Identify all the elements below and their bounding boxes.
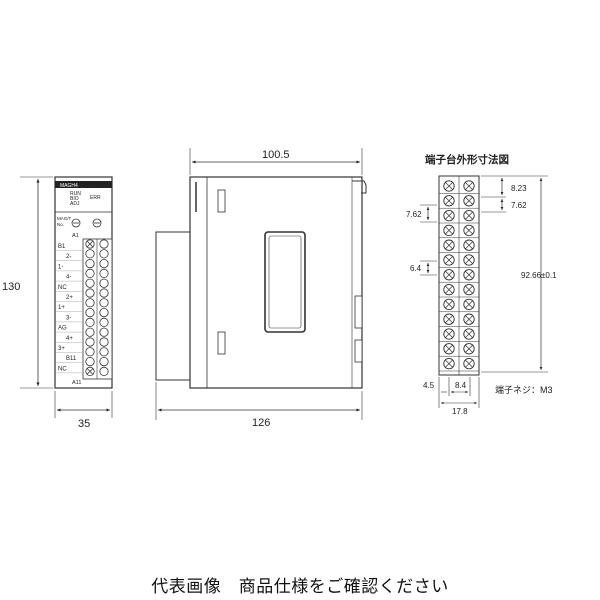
indicator-run: RUN	[70, 191, 81, 197]
dim-height: 92.66±0.1	[521, 271, 557, 280]
front-terminal-screw	[85, 249, 95, 259]
side-window	[264, 231, 306, 333]
terminal-screws	[439, 180, 479, 372]
front-terminal-screw	[85, 298, 95, 308]
bottom-dim: 126	[252, 417, 270, 429]
top-clip	[217, 189, 226, 213]
terminal-view-title: 端子台外形寸法図	[425, 153, 509, 166]
dim-top-b: 7.62	[511, 201, 527, 210]
front-terminal-screw	[99, 356, 109, 367]
model-label: MAGH4	[60, 183, 78, 189]
terminal-label: NC	[58, 366, 67, 372]
front-terminal-screw	[85, 268, 95, 278]
header-small-1: MAG/T	[57, 216, 72, 221]
front-terminal-screw	[85, 347, 95, 357]
front-terminal-screw	[99, 317, 109, 327]
terminal-label: 3+	[58, 346, 65, 352]
height-dim: 130	[2, 281, 20, 293]
front-terminal-screw	[85, 356, 95, 367]
terminal-label: B1	[58, 244, 66, 250]
dim-top-a: 8.23	[511, 184, 527, 193]
dim-bottom-total: 17.8	[452, 407, 468, 416]
front-terminal-screw	[99, 278, 109, 288]
front-header-bar	[55, 181, 112, 188]
front-terminal-screw	[85, 317, 95, 327]
rear-clip-2	[354, 339, 363, 363]
front-terminal-screw	[85, 278, 95, 288]
dim-left-b: 6.4	[410, 264, 422, 273]
front-terminal-screw	[85, 258, 95, 269]
front-terminal-screw	[99, 249, 109, 259]
front-view: MAGH4 C5 RUN BIO ERR ADJ MAG/T No. A1 A1…	[2, 176, 113, 430]
front-terminal-screw	[85, 327, 95, 337]
bottom-clip	[217, 331, 226, 355]
terminal-label: NC	[58, 285, 67, 291]
caption: 代表画像 商品仕様をご確認ください	[151, 577, 449, 597]
front-terminal-screw	[99, 347, 109, 357]
dim-left-a: 7.62	[406, 210, 422, 219]
indicator-bio: BIO	[70, 196, 79, 202]
terminal-label: 1+	[58, 305, 65, 311]
rear-clip-1	[354, 295, 363, 329]
top-dim: 100.5	[262, 149, 290, 161]
dim-bottom-a: 4.5	[423, 381, 435, 390]
terminal-label: 3-	[66, 315, 71, 321]
brand-label: C5	[101, 183, 110, 190]
terminal-label: 4+	[66, 336, 73, 342]
width-dim: 35	[78, 418, 90, 430]
terminal-label: AG	[58, 326, 67, 332]
front-terminal-screw	[99, 239, 109, 249]
front-terminal-screw	[85, 288, 95, 298]
front-terminal-screw	[85, 337, 95, 347]
screw-label: 端子ネジ：M3	[495, 384, 553, 395]
front-terminal-screw	[85, 307, 95, 318]
indicator-adj: ADJ	[70, 201, 80, 207]
front-terminal-screw	[99, 366, 109, 376]
mark-a11: A11	[72, 380, 81, 386]
terminal-block-view: 端子台外形寸法図 8.23 7.62 7.62 6.4 92.66±0.1 4.…	[406, 153, 557, 416]
terminal-label: B11	[66, 356, 77, 362]
front-terminal-screw	[99, 298, 109, 308]
mark-a1: A1	[72, 233, 79, 239]
side-view: 100.5 126	[155, 148, 367, 429]
indicator-err: ERR	[90, 195, 101, 201]
header-small-2: No.	[57, 222, 64, 227]
front-terminal-screw	[99, 337, 109, 347]
front-terminal-screw	[99, 288, 109, 298]
terminal-label: 2-	[66, 254, 71, 260]
terminal-label: 1-	[58, 264, 63, 270]
terminal-label: 4-	[66, 275, 71, 281]
front-terminal-screw	[99, 268, 109, 278]
dim-bottom-b: 8.4	[455, 381, 467, 390]
front-terminal-screw	[99, 327, 109, 337]
front-terminals	[85, 239, 109, 376]
front-knobs	[71, 218, 102, 228]
rear-hook	[352, 180, 367, 194]
front-terminal-screw	[99, 307, 109, 318]
front-terminal-screw	[99, 258, 109, 269]
terminal-label: 2+	[66, 295, 73, 301]
connector-block	[155, 231, 191, 381]
